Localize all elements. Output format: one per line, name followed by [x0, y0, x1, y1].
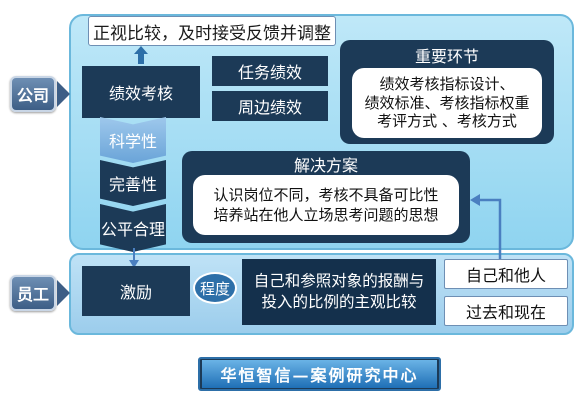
degree-badge: 程度 — [193, 272, 237, 304]
employee-label: 员工 — [10, 275, 56, 311]
footer-title: 华恒智信—案例研究中心 — [202, 360, 437, 388]
key-links-title: 重要环节 — [414, 47, 479, 66]
solution-line: 培养站在他人立场思考问题的思想 — [213, 206, 439, 224]
self-vs-others-box: 自己和他人 — [444, 259, 568, 289]
feedback-arrow-icon — [470, 194, 502, 260]
up-arrow-icon — [134, 46, 148, 64]
task-performance-box: 任务绩效 — [212, 56, 328, 86]
key-links-line: 绩效考核指标设计、 — [379, 74, 515, 93]
feedback-note: 正视比较，及时接受反馈并调整 — [88, 16, 336, 46]
peripheral-performance-box: 周边绩效 — [212, 91, 328, 121]
company-label: 公司 — [10, 76, 56, 112]
solution-line: 认识岗位不同，考核不具备可比性 — [213, 185, 439, 204]
comparison-line: 投入的比例的主观比较 — [261, 293, 417, 311]
key-links-line: 绩效标准、考核指标权重 — [364, 93, 530, 112]
scientific-chevron: 科学性 — [100, 117, 166, 163]
comparison-box: 自己和参照对象的报酬与 投入的比例的主观比较 — [242, 259, 436, 325]
down-arrow-icon — [129, 248, 139, 268]
performance-appraisal-box: 绩效考核 — [82, 66, 200, 118]
complete-chevron: 完善性 — [100, 160, 166, 206]
key-links-content: 绩效考核指标设计、 绩效标准、考核指标权重 考评方式 、考核方式 — [352, 68, 542, 138]
incentive-box: 激励 — [82, 266, 190, 316]
comparison-line: 自己和参照对象的报酬与 — [253, 272, 425, 291]
employee-label-arrow-icon — [57, 280, 70, 306]
solution-content: 认识岗位不同，考核不具备可比性 培养站在他人立场思考问题的思想 — [193, 175, 459, 235]
fair-chevron: 公平合理 — [100, 204, 166, 252]
past-vs-present-box: 过去和现在 — [444, 296, 568, 326]
solution-title: 解决方案 — [293, 156, 358, 175]
key-links-line: 考评方式 、考核方式 — [377, 112, 517, 131]
company-label-arrow-icon — [57, 81, 70, 107]
